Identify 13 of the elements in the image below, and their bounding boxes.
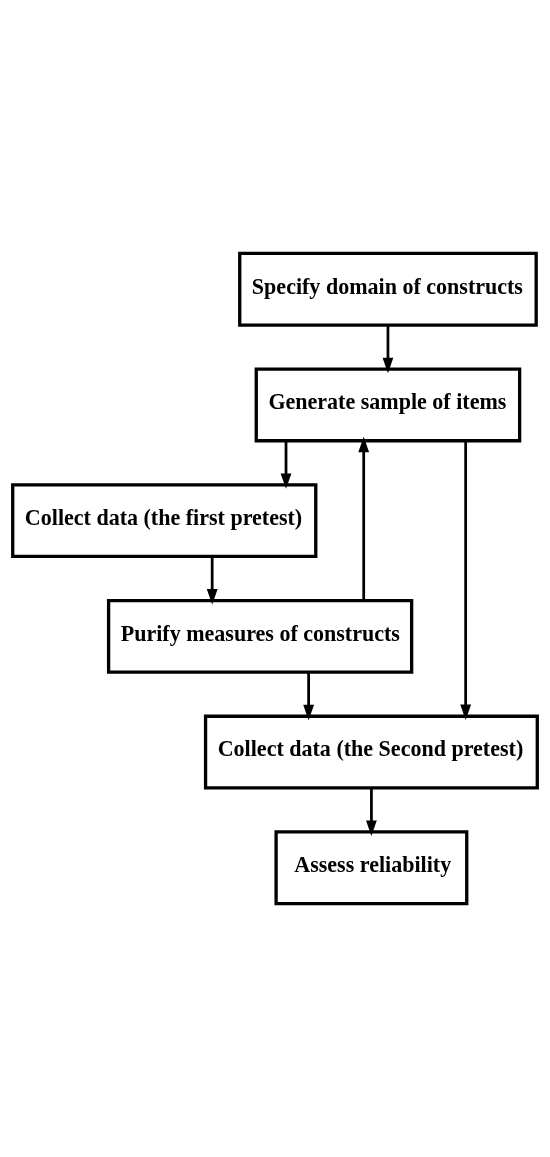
arrow [366,788,377,836]
node-box: Generate sample of items [254,367,522,443]
arrow [382,325,394,374]
arrow [358,436,370,601]
node-box: Specify domain of constructs [238,251,538,327]
arrow [280,440,292,489]
node-box: Collect data (the Second pretest) [203,714,539,790]
node-box: Collect data (the first pretest) [11,483,318,559]
node-box: Assess reliability [274,830,469,906]
arrow [206,556,218,605]
node-box: Purify measures of constructs [106,598,414,674]
arrow [460,440,472,721]
arrow [303,672,315,721]
